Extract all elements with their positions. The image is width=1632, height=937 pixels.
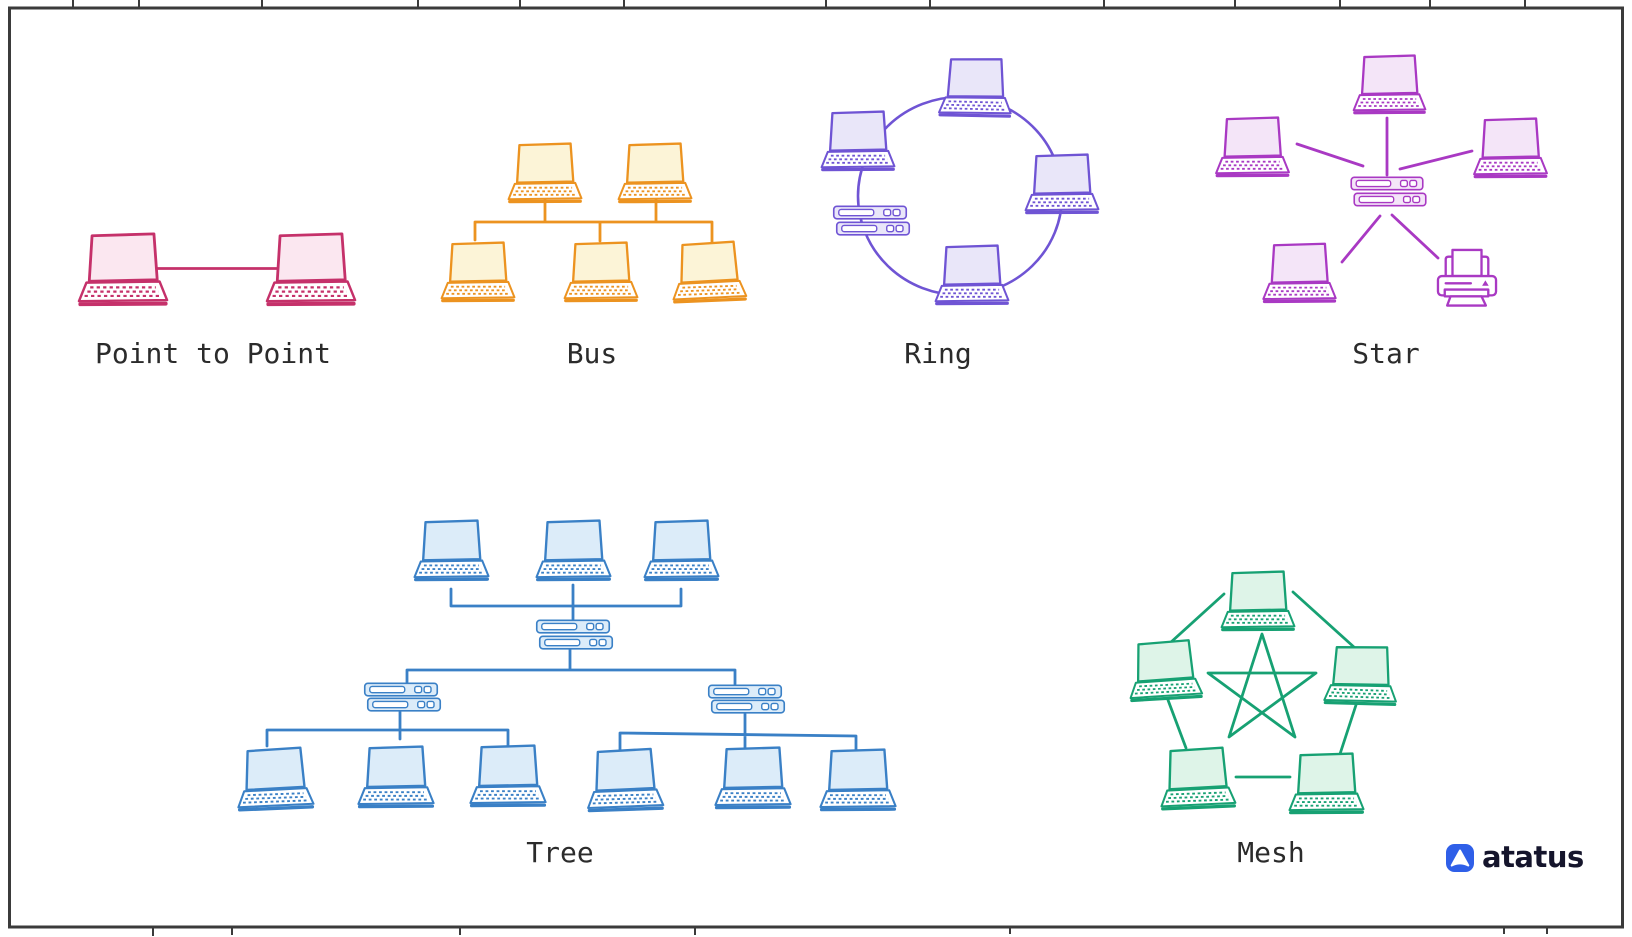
topology-mesh: Mesh [1127,571,1398,869]
star-links [1295,116,1474,264]
atatus-wordmark: atatus [1482,840,1584,874]
crop-artifact-ticks-bottom [152,928,1548,936]
bus-backbone-line [473,198,714,245]
switch-icon [367,698,441,711]
switch-icon [536,620,610,633]
switch-icon [1354,193,1426,206]
laptop-icon [938,57,1013,117]
topology-star: Star [1216,55,1547,370]
laptop-icon [618,143,692,202]
topology-bus: Bus [441,143,747,370]
topology-tree: Tree [236,520,896,869]
switch-icon [708,685,782,698]
laptop-icon [1127,639,1203,701]
switch-icon [833,206,907,219]
atatus-logo-arrow-icon [1450,849,1470,867]
topology-label: Point to Point [95,337,331,370]
laptop-icon [508,143,582,202]
laptop-icon [1289,753,1364,813]
topology-point-to-point: Point to Point [78,233,356,370]
laptop-icon [586,748,664,811]
switch-icon [364,683,438,696]
switch-icon [539,636,613,649]
switch-icon [1351,177,1423,190]
laptop-icon [715,747,791,808]
crop-artifact-ticks-top [72,0,1526,9]
topology-label: Bus [567,337,618,370]
laptop-icon [1353,55,1426,113]
laptop-icon [671,241,747,302]
mesh-star-links [1206,632,1318,739]
laptop-icon [266,233,356,305]
mesh-pentagon-links [1166,590,1358,779]
tree-links [265,583,858,755]
laptop-icon [1324,645,1398,705]
printer-icon [1437,249,1497,306]
topology-label: Mesh [1237,836,1304,869]
laptop-icon [1159,747,1236,809]
topology-ring: Ring [821,57,1099,370]
laptop-icon [1025,154,1099,213]
topology-label: Tree [526,836,593,869]
laptop-icon [1221,571,1295,630]
laptop-icon [536,520,611,580]
laptop-icon [564,242,638,301]
laptop-icon [236,747,314,810]
frame-border [8,6,1624,929]
switch-icon [836,222,910,235]
laptop-icon [1216,117,1289,176]
laptop-icon [470,745,546,806]
laptop-icon [414,520,489,580]
laptop-icon [820,749,896,810]
laptop-icon [644,520,719,580]
topology-label: Star [1352,337,1419,370]
atatus-logo: atatus [1446,840,1584,874]
laptop-icon [1474,118,1547,177]
topology-label: Ring [904,337,971,370]
switch-icon [711,700,785,713]
laptop-icon [358,746,434,807]
laptop-icon [821,111,895,170]
laptop-icon [1263,243,1336,302]
laptop-icon [935,245,1009,304]
laptop-icon [78,233,168,305]
laptop-icon [441,242,515,301]
